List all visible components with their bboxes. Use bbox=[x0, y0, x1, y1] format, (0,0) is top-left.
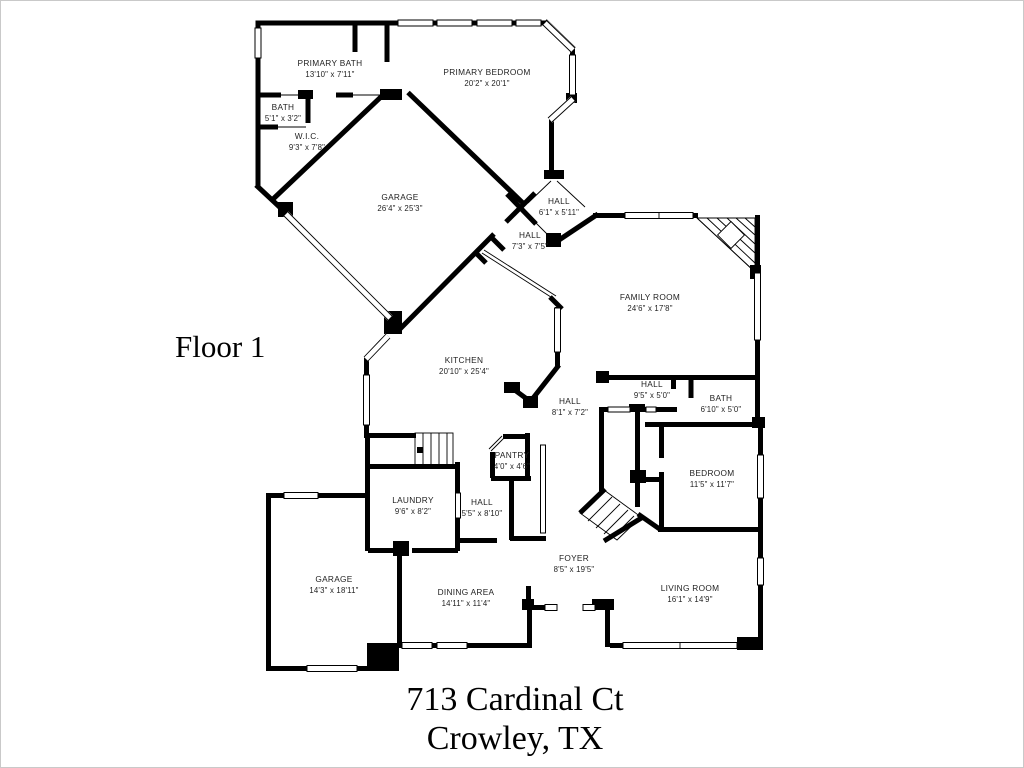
room-name: PRIMARY BEDROOM bbox=[443, 67, 530, 77]
room-dimensions: 8'5" x 19'5" bbox=[554, 565, 595, 574]
room-dimensions: 16'1" x 14'9" bbox=[667, 595, 712, 604]
staircase-foyer bbox=[579, 489, 644, 541]
room-labels: PRIMARY BATH 13'10" x 7'11" BATH 5'1" x 3'2… bbox=[265, 58, 742, 608]
angled-windows bbox=[283, 20, 576, 452]
room-label-hall-laundry: HALL 5'5" x 8'10" bbox=[462, 497, 503, 518]
room-name: HALL bbox=[641, 379, 663, 389]
garage-door-upper bbox=[283, 215, 389, 321]
room-label-family-room: FAMILY ROOM 24'6" x 17'8" bbox=[620, 292, 680, 313]
room-label-living-room: LIVING ROOM 16'1" x 14'9" bbox=[661, 583, 720, 604]
room-label-dining-area: DINING AREA 14'11" x 11'4" bbox=[438, 587, 495, 608]
staircase-kitchen bbox=[414, 432, 454, 467]
room-dimensions: 9'3" x 7'8" bbox=[289, 143, 325, 152]
room-label-garage-upper: GARAGE 26'4" x 25'3" bbox=[377, 192, 422, 213]
room-dimensions: 26'4" x 25'3" bbox=[377, 204, 422, 213]
room-dimensions: 13'10" x 7'11" bbox=[305, 70, 354, 79]
room-name: BATH bbox=[272, 102, 295, 112]
room-dimensions: 14'11" x 11'4" bbox=[442, 599, 491, 608]
room-label-bedroom: BEDROOM 11'5" x 11'7" bbox=[690, 468, 735, 489]
room-dimensions: 24'6" x 17'8" bbox=[627, 304, 672, 313]
room-dimensions: 9'5" x 5'0" bbox=[634, 391, 670, 400]
room-dimensions: 14'3" x 18'11" bbox=[309, 586, 358, 595]
room-name: KITCHEN bbox=[445, 355, 484, 365]
room-dimensions: 4'0" x 4'6" bbox=[494, 462, 530, 471]
room-name: FAMILY ROOM bbox=[620, 292, 680, 302]
room-label-hall-upper: HALL 6'1" x 5'11" bbox=[539, 196, 579, 217]
fireplace bbox=[695, 217, 756, 274]
room-label-hall-mid: HALL 7'3" x 7'5" bbox=[512, 230, 548, 251]
room-label-wic: W.I.C. 9'3" x 7'8" bbox=[289, 131, 325, 152]
room-dimensions: 20'2" x 20'1" bbox=[464, 79, 509, 88]
room-label-laundry: LAUNDRY 9'6" x 8'2" bbox=[392, 495, 434, 516]
room-name: GARAGE bbox=[315, 574, 352, 584]
room-name: LAUNDRY bbox=[392, 495, 434, 505]
front-door-sidelight-right bbox=[582, 604, 596, 611]
room-name: FOYER bbox=[559, 553, 589, 563]
room-name: BATH bbox=[710, 393, 733, 403]
room-label-kitchen: KITCHEN 20'10" x 25'4" bbox=[439, 355, 489, 376]
room-label-bath-lower: BATH 6'10" x 5'0" bbox=[701, 393, 742, 414]
wall-caps bbox=[278, 89, 765, 671]
room-dimensions: 6'10" x 5'0" bbox=[701, 405, 742, 414]
opening-lines bbox=[278, 94, 586, 300]
utility-block bbox=[367, 643, 399, 671]
room-label-hall-bedroom: HALL 9'5" x 5'0" bbox=[634, 379, 670, 400]
room-name: BEDROOM bbox=[690, 468, 735, 478]
room-label-foyer: FOYER 8'5" x 19'5" bbox=[554, 553, 595, 574]
room-dimensions: 5'5" x 8'10" bbox=[462, 509, 503, 518]
pantry-door bbox=[488, 435, 503, 450]
room-name: PANTRY bbox=[495, 450, 530, 460]
room-name: HALL bbox=[471, 497, 493, 507]
room-label-primary-bath: PRIMARY BATH 13'10" x 7'11" bbox=[298, 58, 363, 79]
room-dimensions: 11'5" x 11'7" bbox=[690, 480, 734, 489]
room-dimensions: 5'1" x 3'2" bbox=[265, 114, 301, 123]
floor-label: Floor 1 bbox=[175, 329, 265, 364]
room-dimensions: 8'1" x 7'2" bbox=[552, 408, 588, 417]
room-name: LIVING ROOM bbox=[661, 583, 720, 593]
room-label-bath-upper: BATH 5'1" x 3'2" bbox=[265, 102, 301, 123]
windows bbox=[254, 19, 764, 672]
room-label-primary-bedroom: PRIMARY BEDROOM 20'2" x 20'1" bbox=[443, 67, 530, 88]
laundry-door bbox=[455, 492, 461, 519]
room-name: GARAGE bbox=[381, 192, 418, 202]
room-name: DINING AREA bbox=[438, 587, 495, 597]
room-label-pantry: PANTRY 4'0" x 4'6" bbox=[494, 450, 530, 471]
front-door-sidelight-left bbox=[544, 604, 558, 611]
room-label-garage-lower: GARAGE 14'3" x 18'11" bbox=[309, 574, 358, 595]
room-dimensions: 20'10" x 25'4" bbox=[439, 367, 489, 376]
address-line-1: 713 Cardinal Ct bbox=[406, 681, 624, 718]
room-name: HALL bbox=[559, 396, 581, 406]
room-name: HALL bbox=[519, 230, 541, 240]
room-name: HALL bbox=[548, 196, 570, 206]
room-name: W.I.C. bbox=[295, 131, 319, 141]
room-dimensions: 6'1" x 5'11" bbox=[539, 208, 579, 217]
room-dimensions: 9'6" x 8'2" bbox=[395, 507, 431, 516]
room-dimensions: 7'3" x 7'5" bbox=[512, 242, 548, 251]
room-name: PRIMARY BATH bbox=[298, 58, 363, 68]
address-line-2: Crowley, TX bbox=[427, 720, 604, 757]
room-label-hall-kitchen: HALL 8'1" x 7'2" bbox=[552, 396, 588, 417]
